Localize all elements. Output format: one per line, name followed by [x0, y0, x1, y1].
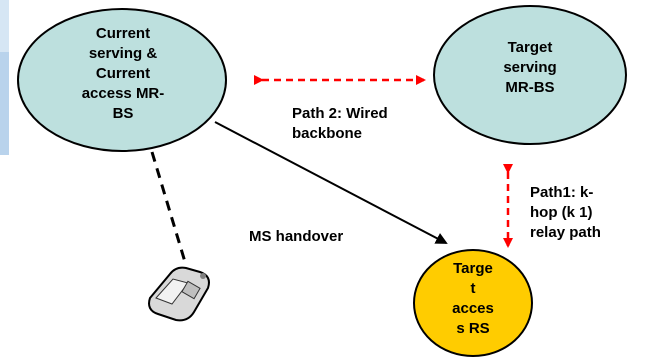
current-serving-bs-label: Current serving & Current access MR- BS	[81, 25, 165, 122]
left-edge-bar	[0, 0, 9, 155]
left-edge-bar-light	[0, 0, 9, 52]
mobile-phone-icon	[148, 266, 210, 322]
ms-link-dashed	[150, 151, 187, 263]
current-serving-bs-node	[17, 8, 227, 152]
ms-handover-arrow	[214, 121, 448, 244]
target-serving-bs-label: Target serving MR-BS	[503, 39, 557, 96]
target-access-rs-node	[413, 249, 533, 357]
target-serving-bs-node	[433, 5, 627, 145]
target-access-rs-label: Targe t acces s RS	[452, 260, 494, 337]
path1-label: Path1: k- hop (k 1) relay path	[530, 184, 601, 241]
ms-handover-label: MS handover	[249, 228, 344, 245]
path2-label: Path 2: Wired backbone	[292, 105, 388, 142]
